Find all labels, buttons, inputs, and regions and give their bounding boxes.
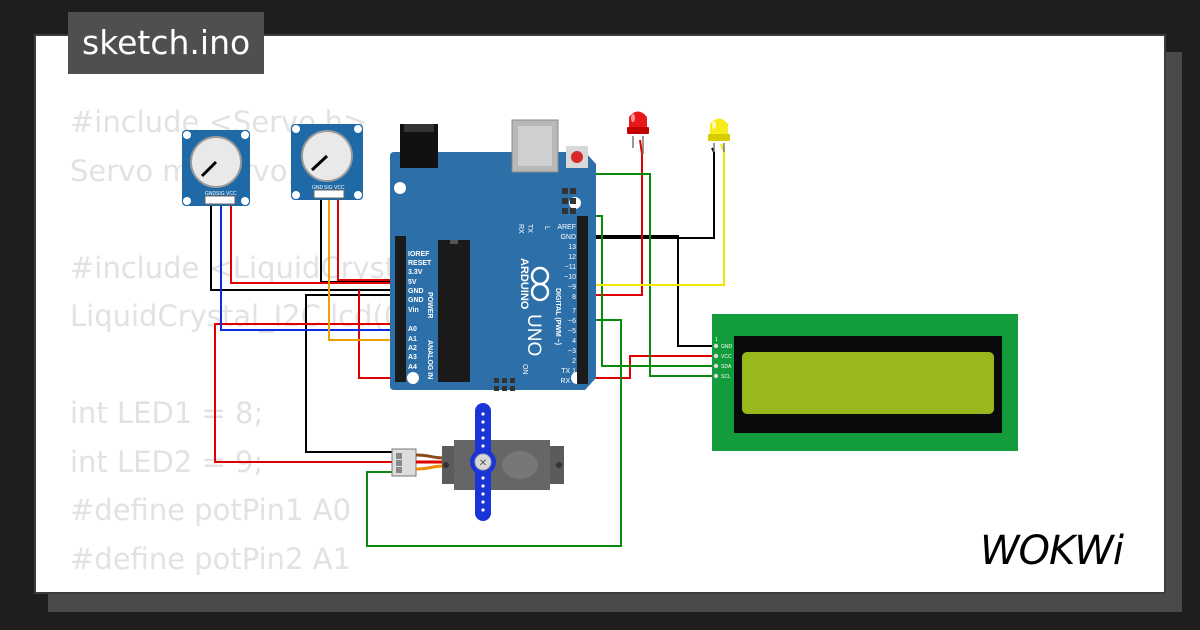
pot-pin-label: SIG <box>216 191 225 197</box>
pin-label: 7 <box>572 308 576 315</box>
yellow-led[interactable] <box>708 118 730 153</box>
wokwi-logo-text: WOKWi <box>980 528 1124 574</box>
lcd-screen <box>742 352 994 414</box>
analog-label: ANALOG IN <box>426 340 433 379</box>
pin-label: A1 <box>408 336 417 343</box>
wire-servo-vcc <box>214 323 405 463</box>
code-line: int LED2 = 9; <box>70 444 264 479</box>
wire-pot2-vcc <box>337 196 405 281</box>
pin-label: 3.3V <box>408 269 423 276</box>
pin-label: A2 <box>408 345 417 352</box>
pin-label: IOREF <box>408 251 430 258</box>
pin-label: 5V <box>408 279 417 286</box>
lcd-display[interactable]: 1 GND VCC SDA SCL <box>712 314 1018 451</box>
digital-label: DIGITAL (PWM ~) <box>554 288 561 345</box>
power-pin-labels: IOREF RESET 3.3V 5V GND GND Vin A0 A1 A2… <box>408 251 432 380</box>
pin-label: ~3 <box>568 348 576 355</box>
servo-motor[interactable]: ✕ <box>391 403 564 521</box>
potentiometer-knob-indicator <box>310 154 329 172</box>
code-line: int LED1 = 8; <box>70 396 264 430</box>
pin-label: A3 <box>408 354 417 361</box>
lcd-pin-label: 1 <box>715 337 718 343</box>
digital-header <box>577 216 588 384</box>
wire-lcd-sda <box>584 173 714 377</box>
wokwi-logo: WOKWi <box>980 528 1125 574</box>
pin-label: 4 <box>572 338 576 345</box>
wires <box>210 139 725 547</box>
pin-label: ~5 <box>568 328 576 335</box>
pot-pin-label: VCC <box>226 191 237 197</box>
pin-label: RX 0 <box>560 378 576 385</box>
pin-label: TX 1 <box>561 368 576 375</box>
pin-label: ~6 <box>568 318 576 325</box>
arduino-brand: ARDUINO <box>518 258 530 310</box>
on-label: ON <box>521 364 528 375</box>
svg-text:✕: ✕ <box>479 458 487 469</box>
wire-pot1-sig <box>220 200 405 331</box>
pin-label: 8 <box>572 294 576 301</box>
pin-label: 13 <box>568 244 576 251</box>
pin-label: ~11 <box>565 264 576 271</box>
atmega-chip <box>438 240 470 382</box>
potentiometer-1[interactable]: GND SIG VCC <box>182 130 250 206</box>
pin-label: A4 <box>408 364 417 371</box>
pin-label: A5 <box>408 373 417 380</box>
pin-label: ~9 <box>568 284 576 291</box>
red-led[interactable] <box>627 111 649 155</box>
pin-label: AREF <box>557 224 576 231</box>
rx-label: RX <box>517 224 524 234</box>
lcd-pin-label: GND <box>721 344 733 350</box>
pin-label: GND <box>408 297 424 304</box>
wire-pot1-gnd <box>210 200 405 291</box>
code-line: #define potPin2 A1 <box>70 541 352 576</box>
wire-led-red <box>584 139 643 296</box>
l-label: L <box>543 226 550 230</box>
pin-label: GND <box>560 234 576 241</box>
pin-label: ~10 <box>564 274 576 281</box>
arduino-uno-board[interactable]: AREF GND 13 12 ~11 ~10 ~9 8 7 ~6 ~5 4 ~3… <box>390 119 596 391</box>
power-analog-header <box>395 236 406 382</box>
pin-label: 12 <box>568 254 576 261</box>
wire-lcd-gnd <box>584 235 714 347</box>
potentiometer-2[interactable]: GND SIG VCC <box>291 124 363 200</box>
pot-pin-label: GND <box>312 185 324 191</box>
wire-lcd-vcc <box>358 290 714 379</box>
wire-pot2-sig <box>328 196 405 341</box>
pot-pin-label: GND <box>205 191 217 197</box>
wire-servo-gnd <box>305 294 405 453</box>
pot-pin-label: VCC <box>334 185 345 191</box>
sketch-title: sketch.ino <box>68 12 265 74</box>
pin-label: GND <box>408 288 424 295</box>
lcd-pin-label: SDA <box>721 364 732 370</box>
pin-label: RESET <box>408 260 432 267</box>
lcd-pin-labels: 1 GND VCC SDA SCL <box>713 337 733 380</box>
arduino-model: UNO <box>523 314 544 356</box>
arduino-infinity-logo <box>530 266 550 302</box>
power-label: POWER <box>426 292 433 318</box>
tx-label: TX <box>526 224 533 233</box>
pin-label: 2 <box>572 358 576 365</box>
potentiometer-knob-indicator <box>200 160 218 178</box>
pin-label: Vin <box>408 307 419 314</box>
lcd-pin-label: SCL <box>721 374 731 380</box>
wire-servo-signal <box>366 319 622 547</box>
wire-pot1-vcc <box>230 200 405 284</box>
lcd-pin-label: VCC <box>721 354 732 360</box>
pot-pin-label: SIG <box>324 185 333 191</box>
wire-led-yellow <box>584 143 725 286</box>
code-line: #define potPin1 A0 <box>70 493 352 527</box>
digital-pin-labels: AREF GND 13 12 ~11 ~10 ~9 8 7 ~6 ~5 4 ~3… <box>557 224 576 385</box>
pin-label: A0 <box>408 326 417 333</box>
